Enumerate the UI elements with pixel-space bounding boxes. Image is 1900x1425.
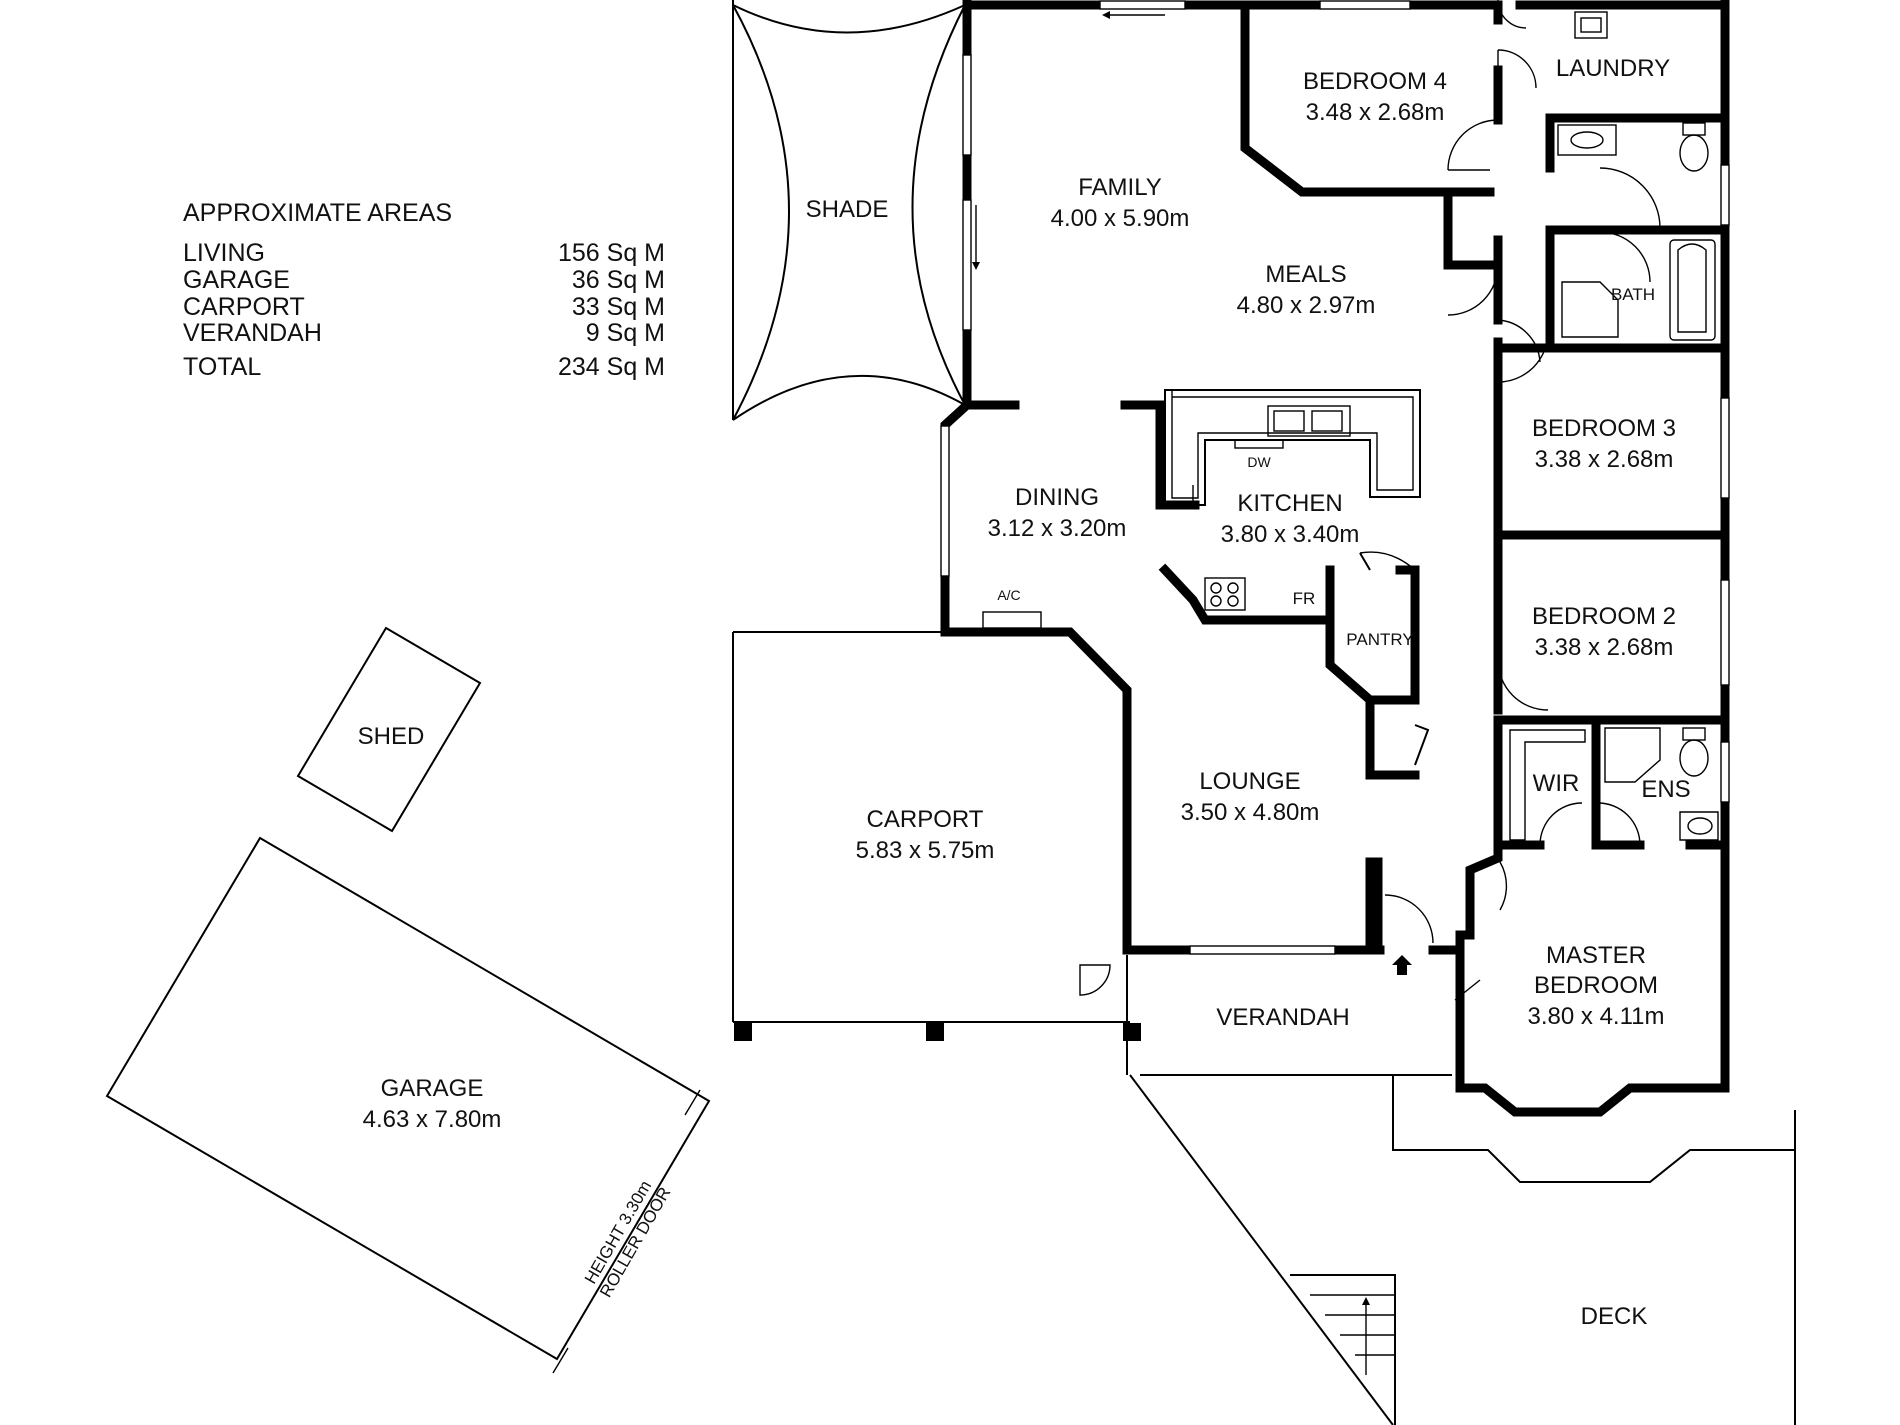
label-ens: ENS [1641, 776, 1690, 803]
areas-table: APPROXIMATE AREAS LIVING 156 Sq M GARAGE… [183, 199, 665, 381]
area-value-garage: 36 Sq M [572, 266, 665, 294]
label-shade: SHADE [806, 196, 889, 223]
areas-title: APPROXIMATE AREAS [183, 199, 452, 227]
interior-details [940, 0, 1730, 955]
size-kitchen: 3.80 x 3.40m [1221, 521, 1360, 548]
size-meals: 4.80 x 2.97m [1237, 292, 1376, 319]
label-meals: MEALS [1265, 261, 1346, 288]
shade-sail [732, 0, 966, 421]
carport-post [734, 1023, 752, 1041]
garage-outline [105, 836, 711, 1361]
label-family: FAMILY [1078, 174, 1162, 201]
label-wir: WIR [1533, 770, 1580, 797]
carport-post [1123, 1023, 1141, 1041]
label-kitchen: KITCHEN [1237, 490, 1342, 517]
label-aircon: A/C [997, 587, 1020, 603]
label-carport: CARPORT [867, 806, 984, 833]
size-lounge: 3.50 x 4.80m [1181, 799, 1320, 826]
size-bedroom3: 3.38 x 2.68m [1535, 446, 1674, 473]
label-laundry: LAUNDRY [1556, 55, 1670, 82]
label-pantry: PANTRY [1346, 630, 1413, 649]
label-fridge: FR [1293, 589, 1316, 608]
doors [1079, 0, 1661, 1001]
roller-door-tick [552, 1347, 569, 1374]
label-master-2: BEDROOM [1534, 972, 1658, 999]
label-master-1: MASTER [1546, 942, 1646, 969]
area-value-verandah: 9 Sq M [586, 319, 665, 347]
area-label-garage: GARAGE [183, 266, 290, 294]
area-label-verandah: VERANDAH [183, 319, 322, 347]
size-master: 3.80 x 4.11m [1528, 1003, 1665, 1030]
area-label-carport: CARPORT [183, 293, 305, 321]
label-bedroom4: BEDROOM 4 [1303, 68, 1447, 95]
area-value-living: 156 Sq M [558, 239, 665, 267]
outdoor-outlines [1126, 955, 1796, 1425]
size-carport: 5.83 x 5.75m [856, 837, 995, 864]
label-bedroom2: BEDROOM 2 [1532, 603, 1676, 630]
size-dining: 3.12 x 3.20m [988, 515, 1127, 542]
room-labels: SHADE FAMILY 4.00 x 5.90m BEDROOM 4 3.48… [358, 55, 1691, 1330]
area-value-total: 234 Sq M [558, 353, 665, 381]
roller-door-tick [684, 1089, 701, 1116]
label-verandah: VERANDAH [1216, 1004, 1349, 1031]
area-label-total: TOTAL [183, 353, 261, 381]
label-bath: BATH [1611, 285, 1655, 304]
area-label-living: LIVING [183, 239, 265, 267]
size-family: 4.00 x 5.90m [1051, 205, 1190, 232]
size-bedroom2: 3.38 x 2.68m [1535, 634, 1674, 661]
area-value-carport: 33 Sq M [572, 293, 665, 321]
label-shed: SHED [358, 723, 425, 750]
label-deck: DECK [1581, 1303, 1648, 1330]
shed-outline [296, 626, 482, 833]
size-garage: 4.63 x 7.80m [363, 1106, 502, 1133]
label-bedroom3: BEDROOM 3 [1532, 415, 1676, 442]
label-garage: GARAGE [381, 1075, 484, 1102]
label-dining: DINING [1015, 484, 1099, 511]
label-lounge: LOUNGE [1199, 768, 1300, 795]
size-bedroom4: 3.48 x 2.68m [1306, 99, 1445, 126]
carport-post [926, 1023, 944, 1041]
label-dishwasher: DW [1247, 454, 1271, 470]
